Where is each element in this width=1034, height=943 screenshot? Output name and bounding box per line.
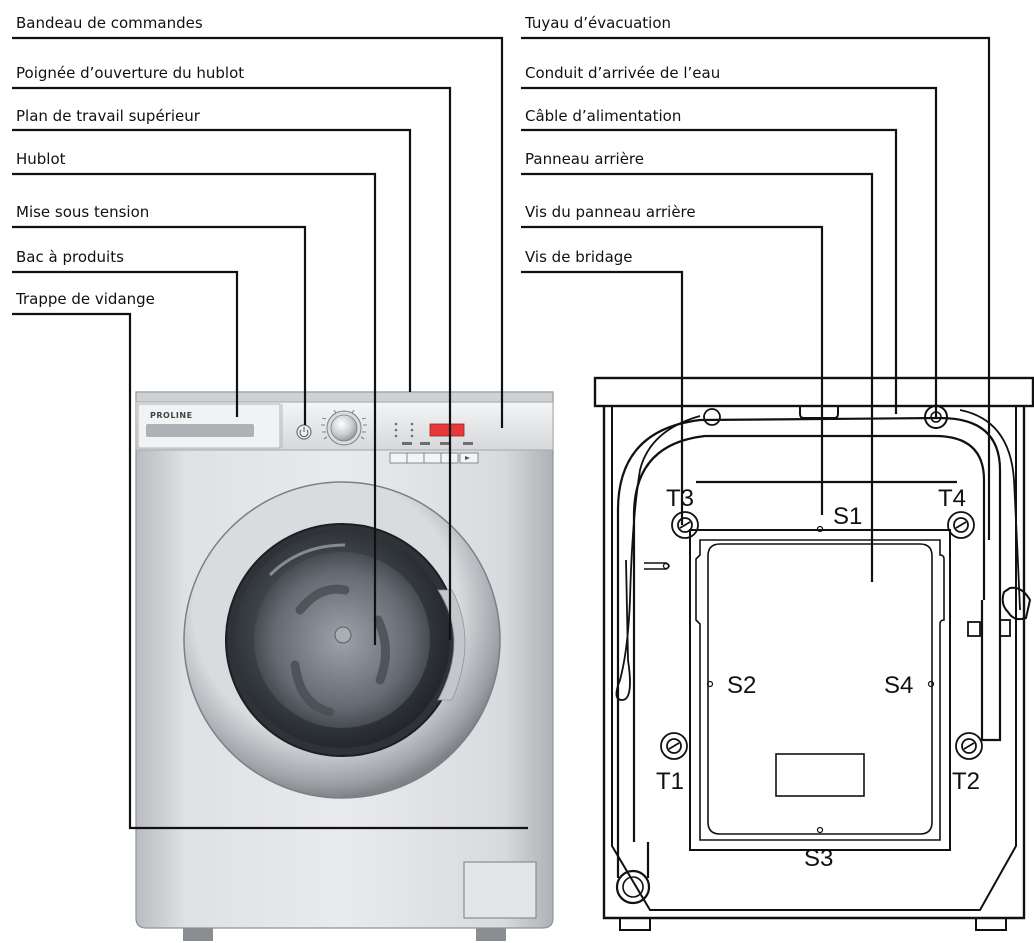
label-bac: Bac à produits [16,248,124,266]
tag-T4: T4 [938,485,966,512]
worktop [135,391,554,403]
label-vis-bridage: Vis de bridage [525,248,633,266]
leader-bandeau [12,36,504,428]
leader-conduit [521,86,938,417]
label-bandeau: Bandeau de commandes [16,14,203,32]
right-callouts: Tuyau d’évacuation Conduit d’arrivée de … [521,14,991,582]
leader-tuyau [521,36,991,540]
back-foot-left [619,917,651,931]
tag-T1: T1 [656,768,684,795]
leader-vis-panneau [521,225,824,515]
tag-S2: S2 [727,672,756,699]
label-plan: Plan de travail supérieur [16,107,201,125]
tag-T2: T2 [952,768,980,795]
back-inner-outline [611,406,1017,911]
label-trappe: Trappe de vidange [15,290,155,308]
back-cabinet [602,406,1026,920]
tag-S4: S4 [884,672,913,699]
front-foot-left [183,927,213,941]
label-vis-panneau: Vis du panneau arrière [525,203,696,221]
brand-logo: PROLINE [150,411,193,420]
power-plug [1001,586,1032,621]
back-panel-inner [707,543,933,835]
transit-bolts [660,511,983,760]
label-poignee: Poignée d’ouverture du hublot [16,64,244,82]
drum-hub [334,626,352,644]
power-cable [615,415,701,701]
leader-trappe [12,312,528,830]
drawer-handle [146,424,254,437]
tag-S3: S3 [804,845,833,872]
label-tuyau: Tuyau d’évacuation [524,14,671,32]
leader-bac [12,270,239,417]
control-buttons [389,452,479,464]
tag-S1: S1 [833,503,862,530]
tag-T3: T3 [666,485,694,512]
front-foot-right [476,927,506,941]
drain-trap [463,861,537,919]
left-callouts: Bandeau de commandes Poignée d’ouverture… [12,14,528,830]
drain-hose-back [616,416,1002,842]
back-foot-right [975,917,1007,931]
back-washing-machine [593,376,1034,931]
drain-hose-end [615,869,651,905]
leader-vis-bridage [521,270,684,525]
label-cable: Câble d’alimentation [525,107,681,125]
label-panneau: Panneau arrière [525,150,644,168]
leader-panneau [521,172,874,582]
panel-screws [706,525,935,834]
leader-mise [12,225,307,425]
water-inlet-connector [703,408,721,426]
label-mise: Mise sous tension [16,203,149,221]
leader-cable [521,128,898,414]
back-top-rim [593,376,1034,408]
label-conduit: Conduit d’arrivée de l’eau [525,64,720,82]
label-hublot: Hublot [16,150,66,168]
digital-display [429,423,465,437]
front-washing-machine: PROLINE [135,391,554,941]
leader-poignee [12,86,452,640]
screw-tags: T3 T4 S1 S2 S4 T1 T2 S3 [656,485,980,872]
rating-label [775,753,865,797]
door-handle [437,589,466,701]
leader-hublot [12,172,377,645]
back-panel [689,529,951,851]
leader-plan [12,128,412,392]
program-knob [330,414,358,442]
